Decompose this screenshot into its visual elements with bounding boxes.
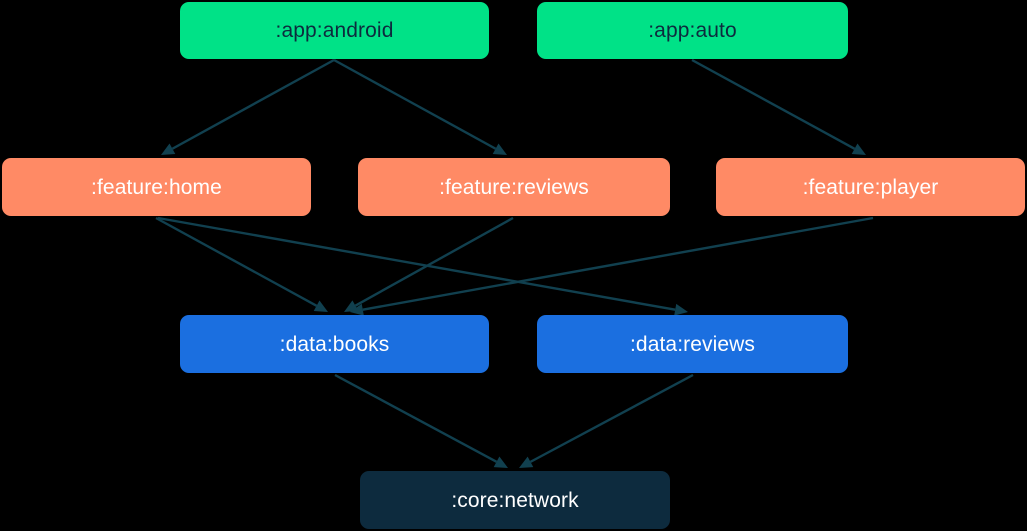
edge-line (354, 216, 514, 307)
edge-line (171, 58, 335, 150)
edge-arrowhead (161, 143, 176, 155)
edge-arrowhead (350, 303, 364, 316)
edge-arrowhead (519, 456, 534, 468)
edge-arrowhead (492, 143, 507, 155)
edge-feature-home-to-data-books (155, 216, 328, 312)
edge-arrowhead (344, 300, 359, 312)
edge-line (691, 58, 856, 150)
edge-arrowhead (851, 143, 866, 155)
edge-arrowhead (313, 300, 328, 312)
node-label: :app:auto (648, 19, 737, 42)
node-app-auto[interactable]: :app:auto (537, 2, 848, 59)
edge-line (155, 216, 318, 307)
edge-feature-player-to-data-books (350, 216, 874, 316)
node-label: :feature:reviews (439, 175, 589, 199)
node-label: :data:reviews (629, 332, 756, 356)
node-label: :data:books (279, 332, 390, 356)
node-label: :feature:home (91, 175, 222, 199)
edge-app-auto-to-feature-player (691, 58, 866, 155)
edge-arrowhead (493, 456, 508, 468)
edge-feature-reviews-to-data-books (344, 216, 514, 312)
edge-arrowhead (674, 303, 688, 316)
edge-line (157, 216, 676, 311)
node-feature-home[interactable]: :feature:home (2, 158, 311, 216)
edge-line (333, 58, 497, 150)
node-label: :core:network (451, 488, 579, 512)
edge-feature-home-to-data-reviews (157, 216, 688, 316)
edge-app-android-to-feature-home (161, 58, 335, 155)
edge-data-books-to-core-network (334, 373, 508, 468)
node-app-android[interactable]: :app:android (180, 2, 489, 59)
edge-line (529, 373, 694, 463)
edge-data-reviews-to-core-network (519, 373, 694, 468)
node-data-books[interactable]: :data:books (180, 315, 489, 373)
node-data-reviews[interactable]: :data:reviews (537, 315, 848, 373)
node-feature-player[interactable]: :feature:player (716, 158, 1025, 216)
node-core-network[interactable]: :core:network (360, 471, 670, 529)
edge-line (362, 216, 874, 311)
node-feature-reviews[interactable]: :feature:reviews (358, 158, 670, 216)
node-label: :app:android (275, 19, 394, 42)
node-label: :feature:player (802, 175, 939, 199)
edge-app-android-to-feature-reviews (333, 58, 507, 155)
edge-line (334, 373, 498, 463)
